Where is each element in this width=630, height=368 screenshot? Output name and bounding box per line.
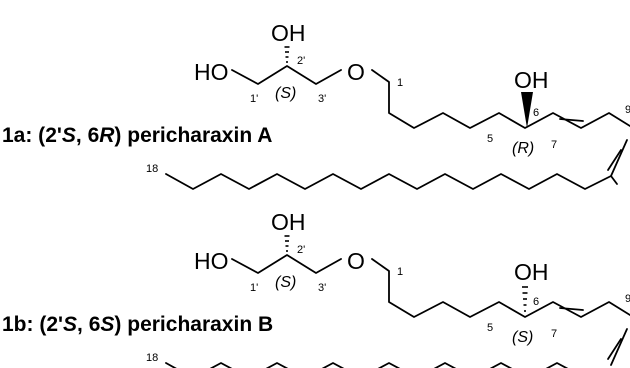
compound-id: 1b [2, 313, 27, 336]
main-chain-bonds [371, 69, 630, 129]
double-bond-c7 [559, 118, 584, 122]
stereo-prime-cfg: S [62, 124, 76, 147]
glycerol-chain-bonds [231, 254, 342, 274]
compound-caption-1a: 1a: (2'S, 6R) pericharaxin A [2, 124, 272, 147]
stereo-prime: 2' [45, 124, 62, 147]
alkyl-tail-bonds [165, 173, 612, 190]
double-bond-z [607, 338, 622, 360]
compound-id: 1a [2, 124, 26, 147]
locant-18: 18 [146, 352, 158, 364]
wedge-bond-c6 [521, 92, 533, 128]
config-c2p: (S) [275, 274, 296, 291]
stereo-prime-cfg: S [63, 313, 77, 336]
compound-caption-1b: 1b: (2'S, 6S) pericharaxin B [2, 313, 273, 336]
z-alkene-bonds [610, 328, 628, 366]
hashed-bond-c2p [284, 46, 290, 63]
config-c6: (R) [512, 140, 534, 157]
oh-top-label: OH [271, 209, 306, 235]
ho-left-label: HO [194, 59, 229, 85]
compound-name: pericharaxin B [127, 313, 273, 336]
glycerol-chain-bonds [231, 65, 342, 85]
locant-2p: 2' [297, 55, 305, 67]
locant-9: 9 [625, 293, 630, 305]
ether-o-label: O [347, 59, 365, 85]
structure-1a: OH HO O OH 2' 1' 3' 1 5 6 7 9 18 (S) (R)… [2, 20, 630, 190]
ether-o-label: O [347, 248, 365, 274]
locant-1: 1 [397, 77, 403, 89]
structure-1b: OH HO O OH 2' 1' 3' 1 5 6 7 9 18 (S) (S)… [2, 209, 630, 368]
oh-c6-label: OH [514, 67, 549, 93]
locant-6: 6 [533, 296, 539, 308]
stereo-prime: 2' [46, 313, 63, 336]
locant-1: 1 [397, 266, 403, 278]
stereo-c6: 6 [88, 124, 100, 147]
hashed-bond-c6 [522, 286, 528, 312]
locant-6: 6 [533, 107, 539, 119]
stereo-c6-cfg: R [99, 124, 115, 147]
locant-3p: 3' [318, 282, 326, 294]
main-chain-bonds [371, 258, 630, 318]
locant-7: 7 [551, 139, 557, 151]
locant-18: 18 [146, 163, 158, 175]
ho-left-label: HO [194, 248, 229, 274]
locant-1p: 1' [250, 93, 258, 105]
double-bond-c7 [559, 307, 584, 311]
oh-top-label: OH [271, 20, 306, 46]
locant-5: 5 [487, 133, 493, 145]
hashed-bond-c2p [284, 235, 290, 252]
locant-2p: 2' [297, 244, 305, 256]
compound-name: pericharaxin A [127, 124, 272, 147]
stereo-c6-cfg: S [100, 313, 114, 336]
locant-7: 7 [551, 328, 557, 340]
locant-3p: 3' [318, 93, 326, 105]
locant-9: 9 [625, 104, 630, 116]
oh-c6-label: OH [514, 259, 549, 285]
config-c2p: (S) [275, 85, 296, 102]
config-c6: (S) [512, 329, 533, 346]
alkyl-tail-bonds [165, 362, 569, 368]
stereo-c6: 6 [89, 313, 101, 336]
locant-5: 5 [487, 322, 493, 334]
locant-1p: 1' [250, 282, 258, 294]
double-bond-z [607, 149, 622, 171]
